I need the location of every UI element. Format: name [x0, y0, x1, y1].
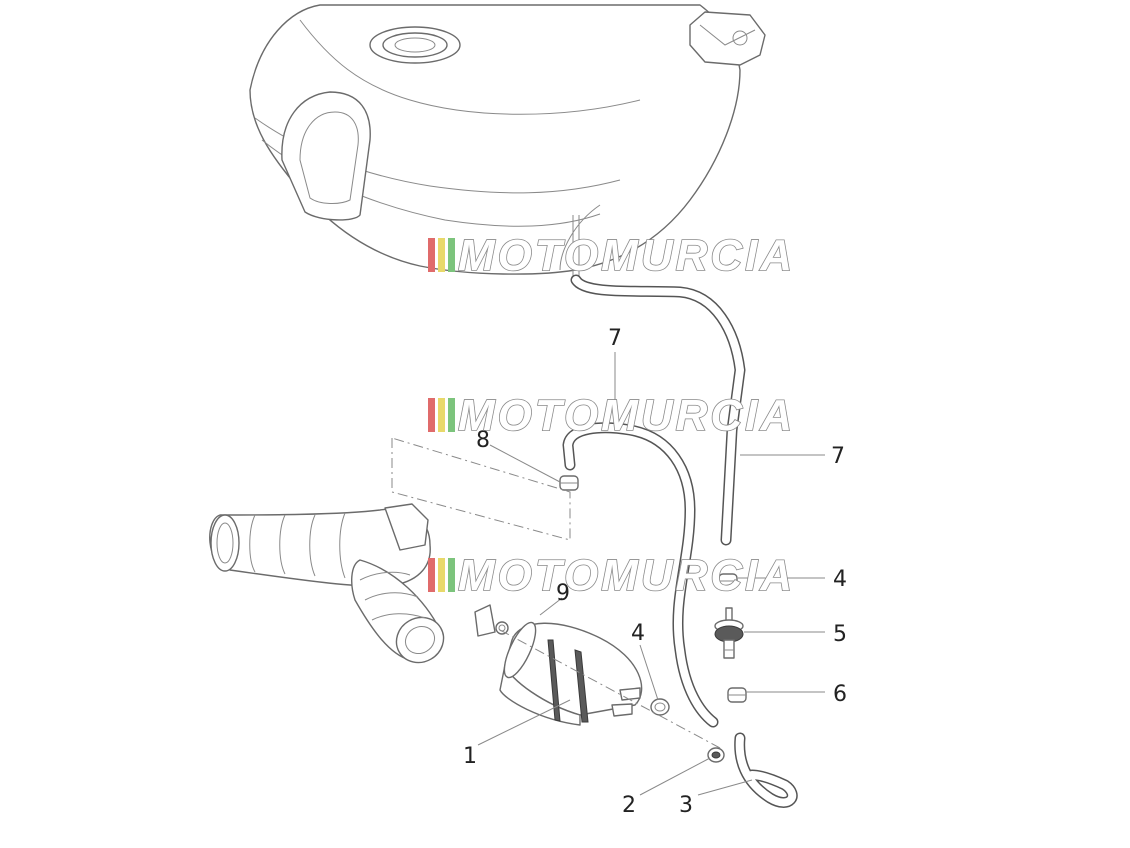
watermark-stripe [448, 558, 455, 592]
watermark-bottom: MOTOMURCIA [428, 550, 795, 601]
hose-7-right [570, 274, 746, 546]
clamp-6 [727, 687, 747, 703]
watermark-stripe [438, 558, 445, 592]
watermark-stripe [448, 238, 455, 272]
hose-3 [734, 732, 798, 808]
callout-7-top: 7 [608, 326, 622, 351]
watermark-text-bottom: MOTOMURCIA [458, 551, 795, 600]
callout-1: 1 [463, 744, 477, 769]
air-intake-boot [209, 503, 445, 664]
callout-4-right: 4 [833, 567, 847, 592]
watermark-stripe [438, 238, 445, 272]
callout-9: 9 [556, 581, 570, 606]
watermark-top: MOTOMURCIA [428, 230, 795, 281]
carbon-canister [499, 621, 643, 726]
fitting-2 [707, 747, 725, 763]
watermark-stripe [438, 398, 445, 432]
watermark-stripe [428, 238, 435, 272]
callout-7-right: 7 [831, 444, 845, 469]
clamp-8 [559, 475, 579, 491]
assembly-line-2 [499, 629, 721, 749]
hose-7-left [562, 422, 719, 728]
leader-lines [477, 352, 825, 796]
watermark-stripe [428, 558, 435, 592]
callout-5: 5 [833, 622, 847, 647]
watermark-text-middle: MOTOMURCIA [458, 391, 795, 440]
callout-2: 2 [622, 793, 636, 818]
callout-6: 6 [833, 682, 847, 707]
callout-4-left: 4 [631, 621, 645, 646]
clamp-4-left [650, 698, 670, 716]
check-valve-5 [714, 607, 744, 659]
assembly-line [391, 437, 571, 541]
watermark-middle: MOTOMURCIA [428, 390, 795, 441]
callout-3: 3 [679, 793, 693, 818]
fuel-tank [249, 4, 766, 280]
watermark-stripe [428, 398, 435, 432]
clip-9 [474, 604, 509, 637]
watermark-text-top: MOTOMURCIA [458, 231, 795, 280]
clamp-4-right [718, 573, 738, 589]
watermark-stripe [448, 398, 455, 432]
callout-8: 8 [476, 428, 490, 453]
